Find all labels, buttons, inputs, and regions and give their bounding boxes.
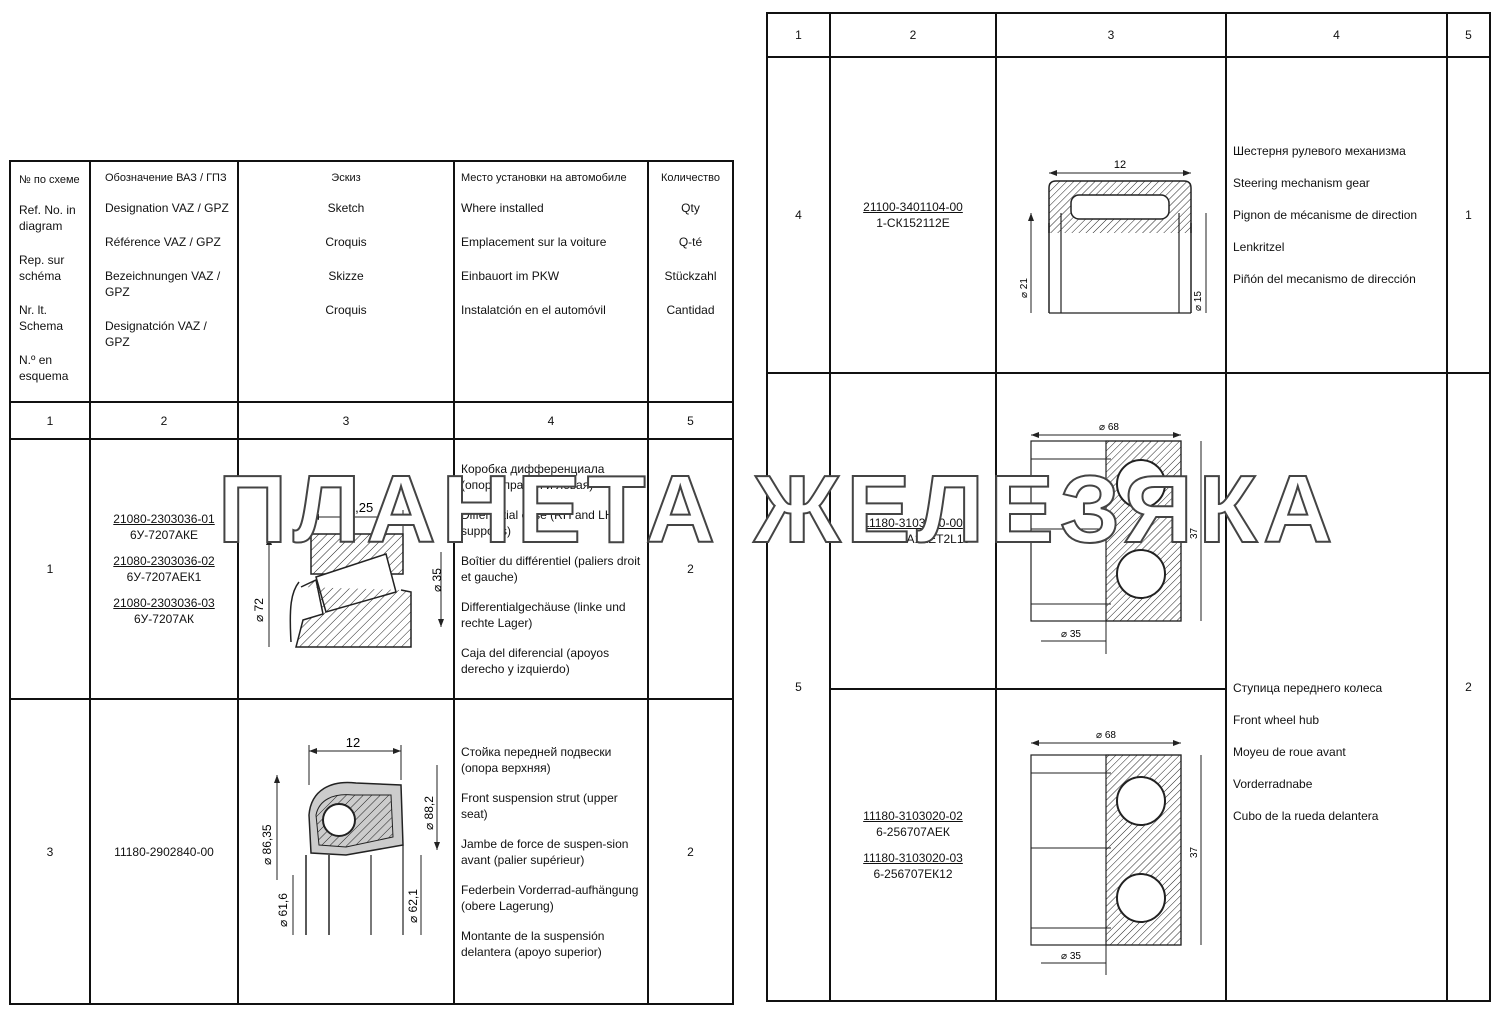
right-parts-table: 1 2 3 4 5 4 21100-3401104-00 1-СК152112Е… — [766, 12, 1491, 1002]
svg-text:12: 12 — [1114, 159, 1126, 171]
svg-text:⌀ 35: ⌀ 35 — [430, 568, 444, 592]
header-qty: Количество Qty Q-té Stückzahl Cantidad — [647, 160, 734, 403]
row-4-part-numbers: 21100-3401104-00 1-СК152112Е — [829, 56, 997, 374]
svg-text:⌀ 15: ⌀ 15 — [1193, 291, 1204, 311]
hub-bearing-sketch-a: ⌀ 68 37 ⌀ 35 — [1030, 422, 1202, 654]
svg-text:⌀ 68: ⌀ 68 — [1096, 730, 1116, 741]
header-designation: Обозначение ВАЗ / ГПЗ Designation VAZ / … — [89, 160, 239, 403]
svg-text:⌀ 61,6: ⌀ 61,6 — [276, 892, 290, 926]
row-4-sketch: 12 ⌀ 21 ⌀ 15 — [995, 56, 1227, 374]
left-parts-table: № по схеме Ref. No. in diagram Rep. sur … — [9, 160, 734, 1005]
row-5a: 5 11180-3103020-00 6-256707А1КЕТ2L19 ⌀ 6… — [766, 372, 1491, 1002]
row-3-where-installed: Стойка передней подвески (опора верхняя)… — [453, 698, 649, 1005]
right-column-numbers: 1 2 3 4 5 — [766, 12, 1491, 58]
left-column-numbers: 1 2 3 4 5 — [9, 401, 734, 440]
svg-text:⌀ 35: ⌀ 35 — [1061, 951, 1081, 962]
svg-text:⌀ 68: ⌀ 68 — [1099, 422, 1119, 433]
svg-text:⌀ 62,1: ⌀ 62,1 — [406, 888, 420, 922]
row-4: 4 21100-3401104-00 1-СК152112Е 12 — [766, 56, 1491, 374]
row-5b-part-numbers: 11180-3103020-02 6-256707АЕК 11180-31030… — [829, 688, 997, 1002]
svg-text:37: 37 — [1189, 846, 1200, 858]
svg-text:⌀ 35: ⌀ 35 — [1061, 629, 1081, 640]
tapered-bearing-sketch: 18,25 ⌀ 72 ⌀ 35 — [252, 500, 444, 648]
row-4-where-installed: Шестерня рулевого механизма Steering mec… — [1225, 56, 1448, 374]
row-1-where-installed: Коробка дифференциала (опоры правая и ле… — [453, 438, 649, 700]
dim-width: 18,25 — [341, 500, 374, 515]
hub-bearing-sketch-b: ⌀ 68 37 ⌀ 35 — [1030, 730, 1202, 975]
svg-text:⌀ 72: ⌀ 72 — [252, 598, 266, 622]
row-1-sketch: 18,25 ⌀ 72 ⌀ 35 — [237, 438, 455, 700]
svg-text:⌀ 86,35: ⌀ 86,35 — [260, 824, 274, 865]
svg-text:37: 37 — [1189, 527, 1200, 539]
row-1: 1 21080-2303036-01 6У-7207АКЕ 21080-2303… — [9, 438, 734, 700]
row-5a-part-numbers: 11180-3103020-00 6-256707А1КЕТ2L19 — [829, 372, 997, 690]
row-5b-sketch: ⌀ 68 37 ⌀ 35 — [995, 688, 1227, 1002]
row-1-part-numbers: 21080-2303036-01 6У-7207АКЕ 21080-230303… — [89, 438, 239, 700]
header-where: Место установки на автомобиле Where inst… — [453, 160, 649, 403]
svg-text:12: 12 — [346, 735, 360, 750]
row-5b: 11180-3103020-02 6-256707АЕК 11180-31030… — [767, 688, 1490, 1002]
row-5a-sketch: ⌀ 68 37 ⌀ 35 — [995, 372, 1227, 690]
header-sketch: Эскиз Sketch Croquis Skizze Croquis — [237, 160, 455, 403]
row-5-where-installed: Ступица переднего колеса Front wheel hub… — [1225, 372, 1448, 1002]
row-3: 3 11180-2902840-00 12 — [9, 698, 734, 1005]
row-3-sketch: 12 ⌀ 86,35 ⌀ 61,6 ⌀ 88,2 ⌀ 62,1 — [237, 698, 455, 1005]
svg-text:⌀ 88,2: ⌀ 88,2 — [422, 795, 436, 829]
svg-text:⌀ 21: ⌀ 21 — [1019, 278, 1030, 298]
needle-bearing-sketch: 12 ⌀ 21 ⌀ 15 — [1019, 159, 1207, 314]
header-ref: № по схеме Ref. No. in diagram Rep. sur … — [9, 160, 91, 403]
strut-support-bearing-sketch: 12 ⌀ 86,35 ⌀ 61,6 ⌀ 88,2 ⌀ 62,1 — [260, 735, 440, 935]
